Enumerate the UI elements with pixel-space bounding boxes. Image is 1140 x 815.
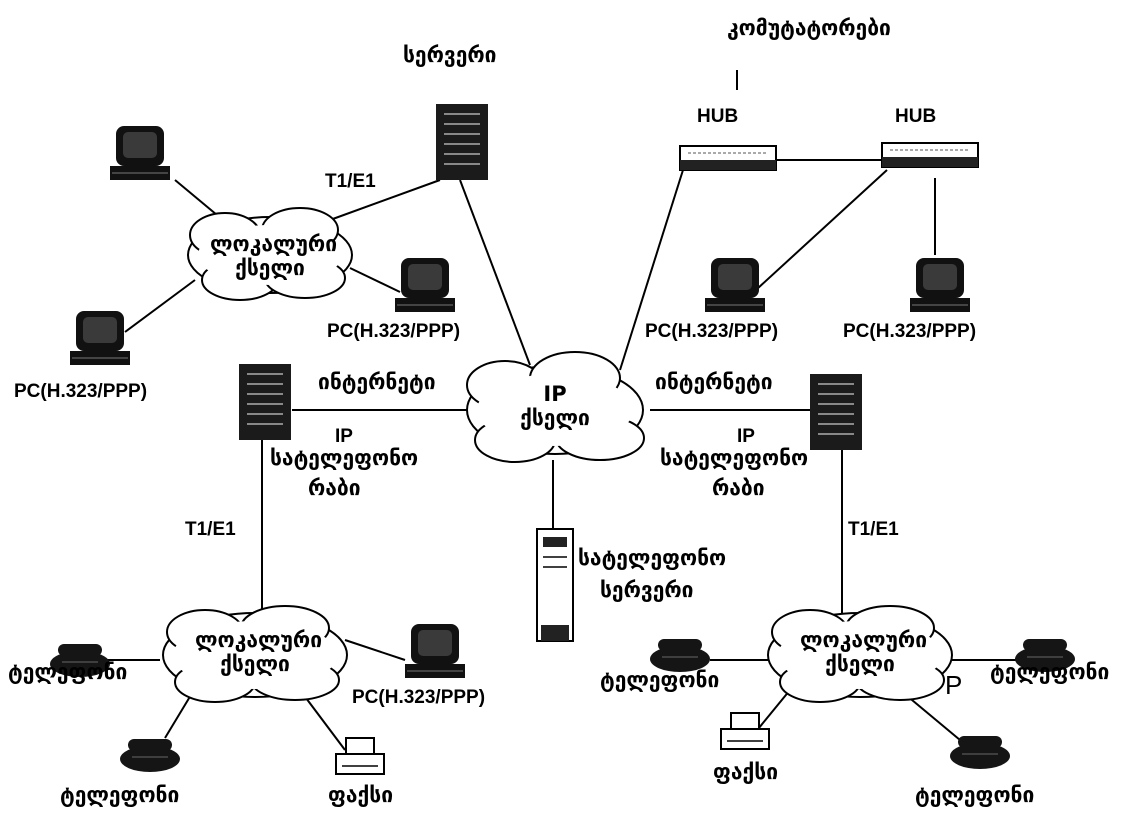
phone-label: ტელეფონი: [990, 662, 1109, 683]
server-label: სერვერი: [403, 45, 497, 66]
cloud-label-line: ქსელი: [505, 406, 605, 430]
server-icon: [239, 364, 291, 440]
phone-server-label: სატელეფონო: [578, 548, 726, 569]
link-lan-pc-bottom: [345, 640, 405, 660]
link-hub-pc: [745, 170, 887, 300]
pc-icon: [910, 258, 970, 312]
link-label-t1e1: T1/E1: [185, 520, 236, 539]
cloud-label-line: ქსელი: [800, 652, 920, 676]
phone-server-icon: [537, 529, 573, 641]
phone-label: ტელეფონი: [8, 662, 127, 683]
cloud-label-line: ქსელი: [195, 652, 315, 676]
hub-label-left: HUB: [697, 107, 738, 126]
gateway-label-right-2: რაბი: [712, 478, 765, 499]
stray-p-mark: P: [945, 672, 962, 698]
cloud-label-line: ლოკალური: [800, 628, 920, 652]
phone-label: ტელეფონი: [915, 785, 1034, 806]
pc-icon: [395, 258, 455, 312]
telephone-icon: [120, 739, 180, 772]
link-label-t1e1: T1/E1: [325, 172, 376, 191]
switches-title: კომუტატორები: [727, 18, 891, 39]
cloud-label-line: ლოკალური: [195, 628, 315, 652]
cloud-label-line: ლოკალური: [210, 232, 330, 256]
cloud-label-line: IP: [505, 382, 605, 406]
hub-label-right: HUB: [895, 107, 936, 126]
cloud-label-local-top: ლოკალური ქსელი: [210, 232, 330, 280]
pc-icon: [110, 126, 170, 180]
link-lan-pc: [350, 268, 400, 292]
hub-icon: [882, 143, 978, 167]
internet-label-left: ინტერნეტი: [318, 372, 436, 393]
fax-icon: [721, 713, 769, 749]
link-server-ip: [460, 180, 530, 365]
link-lan-pc-left: [125, 280, 195, 332]
pc-label: PC(H.323/PPP): [14, 382, 147, 401]
gateway-label-right: სატელეფონო: [660, 448, 808, 469]
cloud-label-line: ქსელი: [210, 256, 330, 280]
phone-server-label-2: სერვერი: [600, 580, 694, 601]
link-label-t1e1: T1/E1: [848, 520, 899, 539]
cloud-label-local-bottom-left: ლოკალური ქსელი: [195, 628, 315, 676]
pc-icon: [70, 311, 130, 365]
server-icon: [436, 104, 488, 180]
phone-label: ტელეფონი: [60, 785, 179, 806]
fax-icon: [336, 738, 384, 774]
cloud-label-ip: IP ქსელი: [505, 382, 605, 430]
phone-label: ტელეფონი: [600, 670, 719, 691]
server-icon: [810, 374, 862, 450]
fax-label: ფაქსი: [713, 762, 778, 783]
gateway-label-left-2: რაბი: [308, 478, 361, 499]
gateway-label-left: სატელეფონო: [270, 448, 418, 469]
pc-label: PC(H.323/PPP): [352, 688, 485, 707]
internet-label-right: ინტერნეტი: [655, 372, 773, 393]
pc-icon: [405, 624, 465, 678]
cloud-label-local-bottom-right: ლოკალური ქსელი: [800, 628, 920, 676]
ip-label-left: IP: [335, 427, 353, 446]
ip-label-right: IP: [737, 427, 755, 446]
pc-label: PC(H.323/PPP): [645, 322, 778, 341]
telephone-icon: [950, 736, 1010, 769]
fax-label: ფაქსი: [328, 785, 393, 806]
pc-label: PC(H.323/PPP): [327, 322, 460, 341]
pc-label: PC(H.323/PPP): [843, 322, 976, 341]
hub-icon: [680, 146, 776, 170]
pc-icon: [705, 258, 765, 312]
